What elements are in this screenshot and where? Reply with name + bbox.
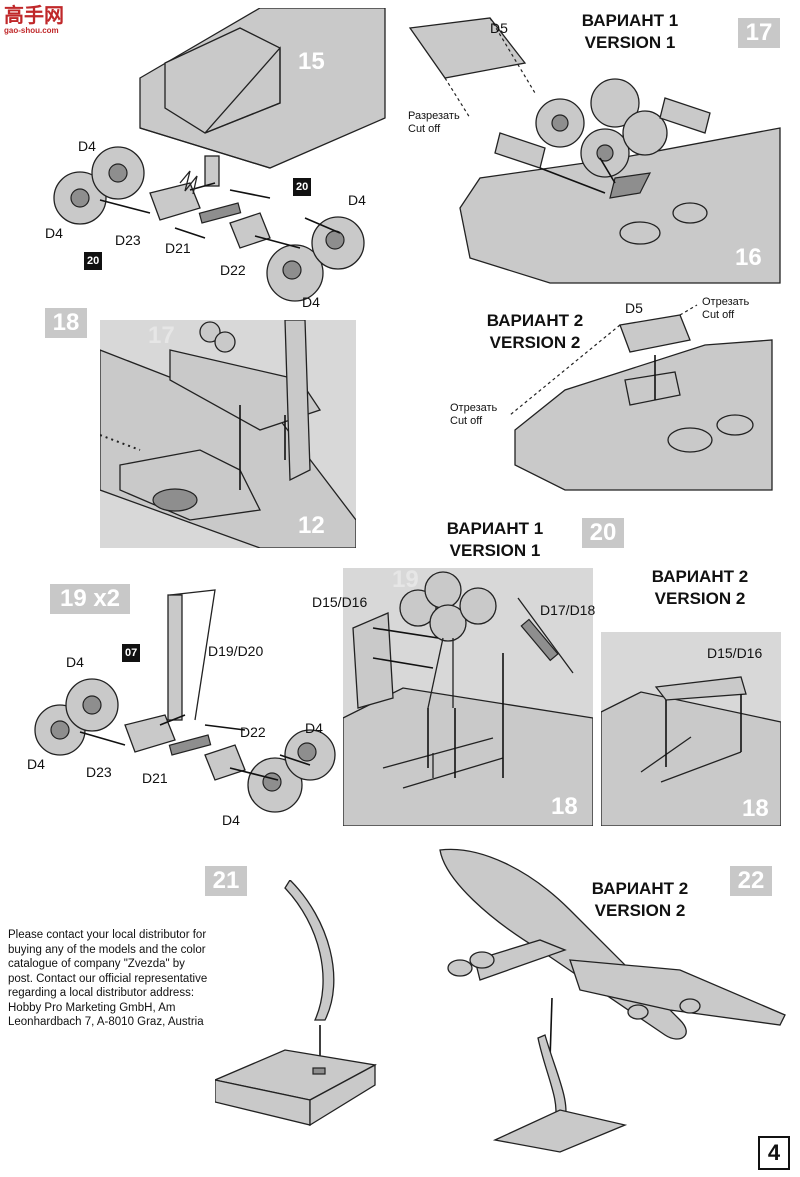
label-d19d20: D19/D20 <box>208 643 264 659</box>
logo-subtitle: gao-shou.com <box>4 26 59 35</box>
variant-2-heading-mid: ВАРИАНТ 2 VERSION 2 <box>630 566 770 610</box>
label-d23-b: D23 <box>86 764 112 780</box>
cut-note-v2a-en: Cut off <box>702 309 735 321</box>
label-d4-a: D4 <box>78 138 96 154</box>
variant-1-ru-20: ВАРИАНТ 1 <box>446 519 544 538</box>
label-d21-b: D21 <box>142 770 168 786</box>
label-d22-b: D22 <box>240 724 266 740</box>
label-d5-v1: D5 <box>490 20 508 36</box>
variant-2-heading-22: ВАРИАНТ 2 VERSION 2 <box>570 878 710 922</box>
variant-2-en-top: VERSION 2 <box>489 333 581 352</box>
cut-note-v1: Разрезать Cut off <box>408 110 460 136</box>
step-22-box: 22 <box>730 866 772 896</box>
step-18-label-in-20: 18 <box>551 793 578 820</box>
step-17-label-in-18: 17 <box>148 322 175 349</box>
variant-2-ru-mid: ВАРИАНТ 2 <box>651 567 749 586</box>
step-21-drawing <box>215 880 377 1127</box>
step-20-box: 20 <box>582 518 624 548</box>
badge-20-a: 20 <box>84 252 103 270</box>
label-d5-v2: D5 <box>625 300 643 316</box>
logo-title: 高手网 <box>4 5 64 27</box>
label-d4-g: D4 <box>305 720 323 736</box>
variant-1-heading-top: ВАРИАНТ 1 VERSION 1 <box>560 10 700 54</box>
version-2-fuselage-drawing <box>509 304 773 491</box>
label-d23: D23 <box>115 232 141 248</box>
variant-2-ru-22: ВАРИАНТ 2 <box>591 879 689 898</box>
label-d4-d: D4 <box>302 294 320 310</box>
label-d4-c: D4 <box>348 192 366 208</box>
variant-1-ru: ВАРИАНТ 1 <box>581 11 679 30</box>
label-d17d18: D17/D18 <box>540 602 596 618</box>
cut-note-v1-ru: Разрезать <box>408 110 460 122</box>
variant-1-heading-20: ВАРИАНТ 1 VERSION 1 <box>425 518 565 562</box>
variant-1-en: VERSION 1 <box>584 33 676 52</box>
cut-note-v2b-en: Cut off <box>450 415 483 427</box>
label-d4-e: D4 <box>66 654 84 670</box>
step-22-drawing <box>439 848 786 1153</box>
cut-note-v2b: Отрезать Cut off <box>450 402 497 428</box>
step-21-box: 21 <box>205 866 247 896</box>
cut-note-v2a: Отрезать Cut off <box>702 296 749 322</box>
version-2-door-drawing <box>601 676 781 826</box>
page-number: 4 <box>758 1136 790 1170</box>
label-d4-f: D4 <box>27 756 45 772</box>
step-18-drawing <box>100 320 356 548</box>
variant-2-ru-top: ВАРИАНТ 2 <box>486 311 584 330</box>
cut-note-v2a-ru: Отрезать <box>702 296 750 308</box>
step-16-drawing <box>408 17 781 284</box>
step-17-box: 17 <box>738 18 780 48</box>
label-d4-h: D4 <box>222 812 240 828</box>
variant-2-en-22: VERSION 2 <box>594 901 686 920</box>
label-d4-b: D4 <box>45 225 63 241</box>
step-20-drawing <box>343 571 593 826</box>
step-16-number: 16 <box>735 244 762 271</box>
step-19x2-box: 19 x2 <box>50 584 130 614</box>
distributor-note: Please contact your local distributor fo… <box>8 929 208 1028</box>
label-d22: D22 <box>220 262 246 278</box>
step-15-drawing <box>53 8 386 302</box>
badge-20-b: 20 <box>293 178 312 196</box>
step-18-box: 18 <box>45 308 87 338</box>
label-d15d16-b: D15/D16 <box>707 645 763 661</box>
variant-1-en-20: VERSION 1 <box>449 541 541 560</box>
site-logo: 高手网 gao-shou.com <box>4 6 64 35</box>
step-19-label-in-20: 19 <box>392 566 419 593</box>
label-d21: D21 <box>165 240 191 256</box>
cut-note-v1-en: Cut off <box>408 123 441 135</box>
step-18-label-v2: 18 <box>742 795 769 822</box>
step-12-number: 12 <box>298 512 325 539</box>
variant-2-en-mid: VERSION 2 <box>654 589 746 608</box>
variant-2-heading-top: ВАРИАНТ 2 VERSION 2 <box>465 310 605 354</box>
step-15-number: 15 <box>298 48 325 75</box>
cut-note-v2b-ru: Отрезать <box>450 402 498 414</box>
step-19-drawing <box>34 589 336 813</box>
label-d15d16-a: D15/D16 <box>312 594 368 610</box>
badge-07: 07 <box>122 644 141 662</box>
